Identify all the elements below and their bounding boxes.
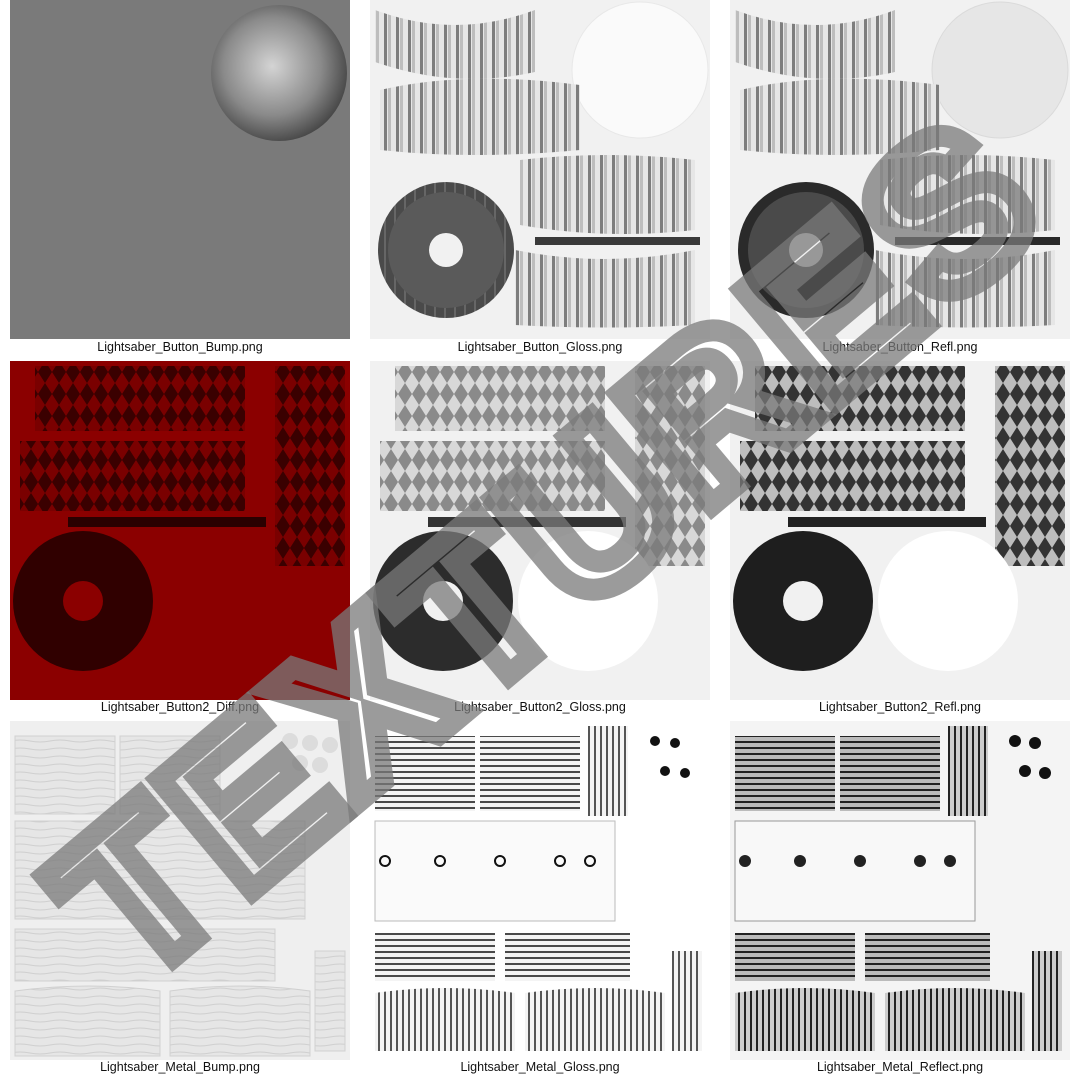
texture-metal-reflect [730,721,1070,1060]
metal-reflect-image [730,721,1070,1060]
texture-button-gloss [370,0,710,339]
texture-button2-gloss [370,361,710,700]
button-gloss-image [370,0,710,339]
metal-gloss-image [370,721,710,1060]
button-bump-image [10,0,350,339]
texture-button-bump [10,0,350,339]
texture-button2-diff [10,361,350,700]
caption-metal-bump: Lightsaber_Metal_Bump.png [100,1060,260,1074]
texture-metal-bump [10,721,350,1060]
button-refl-image [730,0,1070,339]
texture-button2-refl [730,361,1070,700]
button2-diff-image [10,361,350,700]
caption-button2-diff: Lightsaber_Button2_Diff.png [100,700,260,714]
caption-button-gloss: Lightsaber_Button_Gloss.png [457,340,623,354]
caption-button-refl: Lightsaber_Button_Refl.png [822,340,978,354]
caption-button2-gloss: Lightsaber_Button2_Gloss.png [454,700,626,714]
caption-button-bump: Lightsaber_Button_Bump.png [97,340,263,354]
caption-button2-refl: Lightsaber_Button2_Refl.png [819,700,981,714]
texture-button-refl [730,0,1070,339]
texture-metal-gloss [370,721,710,1060]
button2-gloss-image [370,361,710,700]
caption-metal-gloss: Lightsaber_Metal_Gloss.png [460,1060,620,1074]
metal-bump-image [10,721,350,1060]
button2-refl-image [730,361,1070,700]
caption-metal-reflect: Lightsaber_Metal_Reflect.png [816,1060,984,1074]
